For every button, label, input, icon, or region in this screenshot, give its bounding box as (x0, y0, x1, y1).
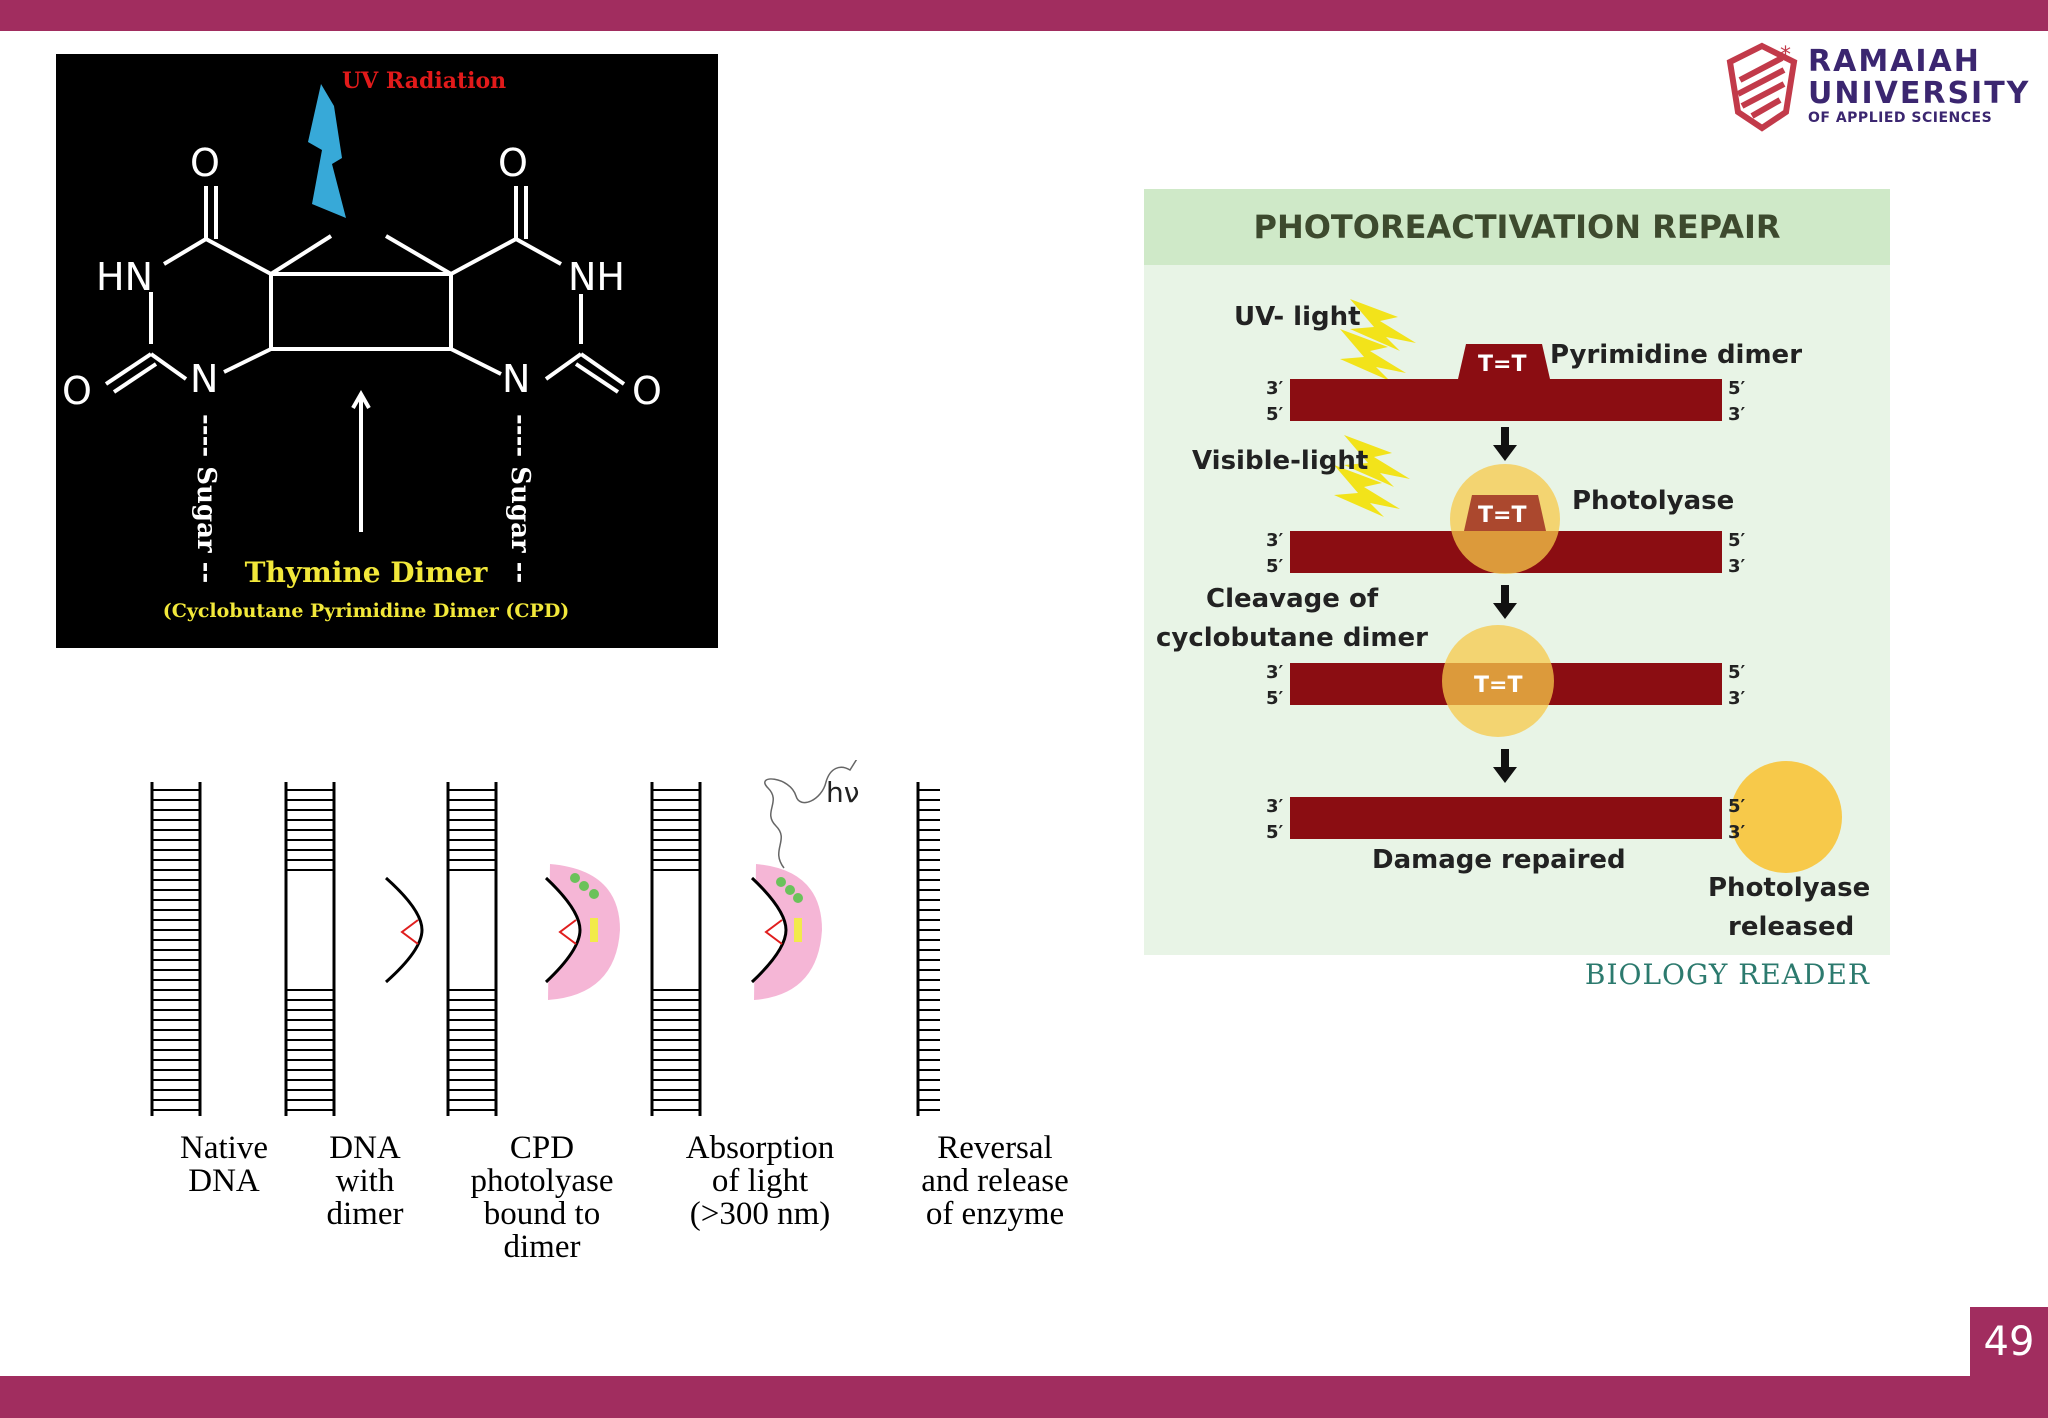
logo-line-3: OF APPLIED SCIENCES (1808, 110, 1993, 126)
strand-end-label: 5′ (1728, 378, 1746, 399)
pyrimidine-dimer-bump (1458, 344, 1550, 379)
strand-end-label: 3′ (1266, 662, 1284, 683)
strand-end-label: 3′ (1728, 404, 1746, 425)
atom-o-bottom-right: O (632, 369, 662, 413)
strand-end-label: 3′ (1728, 556, 1746, 577)
strand-end-label: 3′ (1266, 796, 1284, 817)
strand-end-label: 5′ (1266, 404, 1284, 425)
thymine-dimer-title: Thymine Dimer (244, 556, 488, 589)
uv-radiation-label: UV Radiation (342, 68, 507, 94)
strand-end-label: 3′ (1266, 378, 1284, 399)
dna-strand (1290, 379, 1722, 421)
cleavage-label-1: Cleavage of (1206, 584, 1379, 614)
university-logo: * RAMAIAH UNIVERSITY OF APPLIED SCIENCES (1722, 40, 2028, 132)
atom-hn: HN (96, 255, 153, 299)
strand-end-label: 5′ (1266, 556, 1284, 577)
released-photolyase (1730, 761, 1842, 873)
strand-end-label: 5′ (1728, 796, 1746, 817)
visible-light-label: Visible-light (1192, 446, 1368, 476)
step-caption-photolyase-bound: CPD photolyase bound to dimer (470, 1130, 614, 1265)
tt-label: T=T (1478, 503, 1526, 528)
tt-label: T=T (1478, 352, 1526, 377)
dimer-bonds (104, 186, 626, 532)
page-number: 49 (1970, 1307, 2048, 1376)
strand-end-label: 5′ (1728, 662, 1746, 683)
cleavage-label-2: cyclobutane dimer (1156, 623, 1428, 653)
strand-end-label: 3′ (1728, 688, 1746, 709)
logo-line-1: RAMAIAH (1808, 44, 1981, 79)
sugar-label-left: ---- Sugar -- (191, 414, 221, 583)
step-caption-native-dna: Native DNA (180, 1130, 268, 1199)
step-caption-dna-with-dimer: DNA with dimer (326, 1130, 404, 1232)
thymine-dimer-subtitle: (Cyclobutane Pyrimidine Dimer (CPD) (162, 600, 570, 622)
logo-line-2: UNIVERSITY (1808, 76, 2031, 111)
atom-nh: NH (568, 255, 625, 299)
uv-light-label: UV- light (1234, 302, 1361, 332)
atom-o-left: O (190, 141, 220, 185)
step-caption-reversal: Reversal and release of enzyme (921, 1130, 1069, 1232)
step-caption-absorption: Absorption of light (>300 nm) (685, 1130, 835, 1232)
atom-o-right: O (498, 141, 528, 185)
photoreactivation-figure: PHOTOREACTIVATION REPAIR (1144, 189, 1890, 955)
pyrimidine-dimer-label: Pyrimidine dimer (1550, 340, 1802, 370)
biology-reader-credit: BIOLOGY READER (1584, 958, 1870, 991)
thymine-dimer-figure: O O HN NH N N O O ---- Sugar -- ---- Sug… (56, 54, 718, 648)
dna-strand (1290, 797, 1722, 839)
atom-o-bottom-left: O (62, 369, 92, 413)
hv-label: hν (826, 776, 859, 809)
strand-end-label: 3′ (1266, 530, 1284, 551)
sugar-label-right: ---- Sugar -- (505, 414, 535, 583)
atom-n-right: N (502, 357, 530, 401)
mechanism-steps-figure: hν (150, 760, 940, 1116)
strand-end-label: 3′ (1728, 822, 1746, 843)
strand-end-label: 5′ (1266, 688, 1284, 709)
logo-emblem-icon: * (1726, 42, 1798, 132)
svg-text:*: * (1780, 43, 1791, 68)
bottom-accent-bar (0, 1376, 2048, 1418)
photoreactivation-header: PHOTOREACTIVATION REPAIR (1144, 189, 1890, 265)
atom-n-left: N (190, 357, 218, 401)
photolyase-released-label-1: Photolyase (1708, 873, 1870, 903)
strand-end-label: 5′ (1266, 822, 1284, 843)
light-wave (764, 760, 858, 869)
tt-label: T=T (1474, 673, 1522, 698)
uv-bolt-icon (308, 84, 346, 218)
photolyase-released-label-2: released (1728, 912, 1854, 942)
damage-repaired-label: Damage repaired (1372, 845, 1626, 875)
top-accent-bar (0, 0, 2048, 31)
strand-end-label: 5′ (1728, 530, 1746, 551)
photolyase-label: Photolyase (1572, 486, 1734, 516)
photolyase-enzyme (1442, 625, 1554, 737)
